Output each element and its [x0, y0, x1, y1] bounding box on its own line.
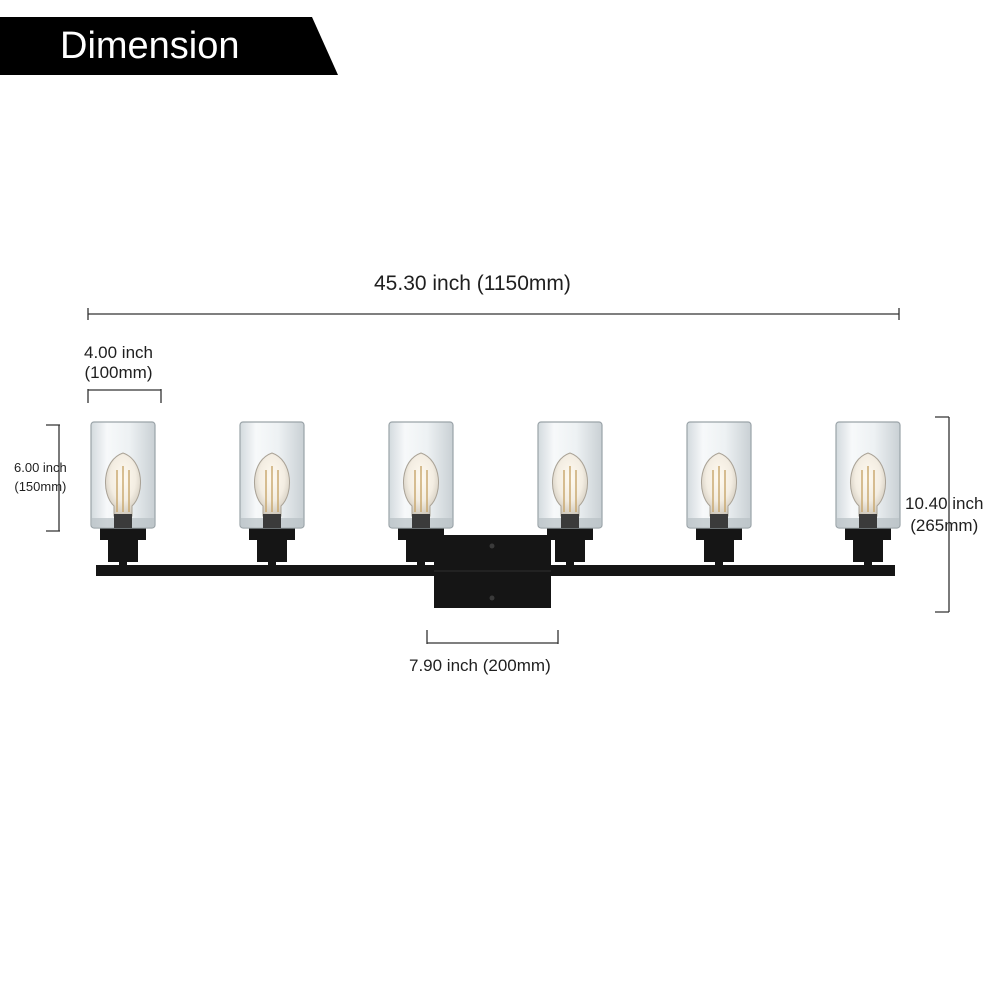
backplate-width-line — [426, 630, 559, 644]
socket-body — [704, 538, 734, 562]
shade-width-mm: (100mm) — [84, 363, 153, 382]
socket-cup — [398, 528, 444, 540]
bulb-base — [263, 514, 281, 528]
socket-stem — [119, 560, 127, 568]
bulb-filament — [116, 466, 130, 512]
socket-stem — [417, 560, 425, 568]
socket-cup — [696, 528, 742, 540]
light-5 — [686, 421, 752, 568]
socket-stem — [566, 560, 574, 568]
page-title: Dimension — [60, 25, 240, 67]
light-group — [90, 421, 901, 568]
socket-body — [108, 538, 138, 562]
socket-cup — [100, 528, 146, 540]
bulb-base — [114, 514, 132, 528]
backplate-screw-bottom — [489, 595, 495, 601]
total-height-label: 10.40 inch (265mm) — [905, 493, 983, 537]
shade-height-label: 6.00 inch (150mm) — [14, 458, 67, 496]
light-2 — [239, 421, 305, 568]
total-height-mm: (265mm) — [910, 516, 979, 535]
bulb-filament — [563, 466, 577, 512]
light-4 — [537, 421, 603, 568]
shade-height-mm: (150mm) — [14, 479, 67, 494]
shade-width-label: 4.00 inch (100mm) — [84, 343, 153, 383]
overall-width-line — [87, 308, 900, 320]
backplate-width-label: 7.90 inch (200mm) — [409, 656, 551, 675]
title-banner: Dimension — [0, 17, 338, 75]
shade-width-inch: 4.00 inch — [84, 343, 153, 362]
shade-width-line — [87, 389, 162, 403]
light-1 — [90, 421, 156, 568]
bulb-base — [412, 514, 430, 528]
light-3 — [388, 421, 454, 568]
overall-width-label: 45.30 inch (1150mm) — [374, 272, 571, 295]
bulb-base — [859, 514, 877, 528]
bulb-base — [561, 514, 579, 528]
bulb-filament — [265, 466, 279, 512]
bulb-filament — [712, 466, 726, 512]
bulb-filament — [414, 466, 428, 512]
socket-cup — [249, 528, 295, 540]
total-height-inch: 10.40 inch — [905, 494, 984, 513]
backplate-screw-top — [489, 543, 495, 549]
light-6 — [835, 421, 901, 568]
socket-stem — [864, 560, 872, 568]
socket-body — [853, 538, 883, 562]
socket-cup — [845, 528, 891, 540]
socket-body — [406, 538, 436, 562]
shade-height-inch: 6.00 inch — [14, 460, 67, 475]
socket-stem — [268, 560, 276, 568]
dimension-lines — [46, 308, 950, 644]
shade-height-line — [46, 424, 60, 532]
socket-stem — [715, 560, 723, 568]
socket-cup — [547, 528, 593, 540]
bulb-filament — [861, 466, 875, 512]
socket-body — [555, 538, 585, 562]
socket-body — [257, 538, 287, 562]
total-height-line — [935, 416, 950, 613]
bulb-base — [710, 514, 728, 528]
